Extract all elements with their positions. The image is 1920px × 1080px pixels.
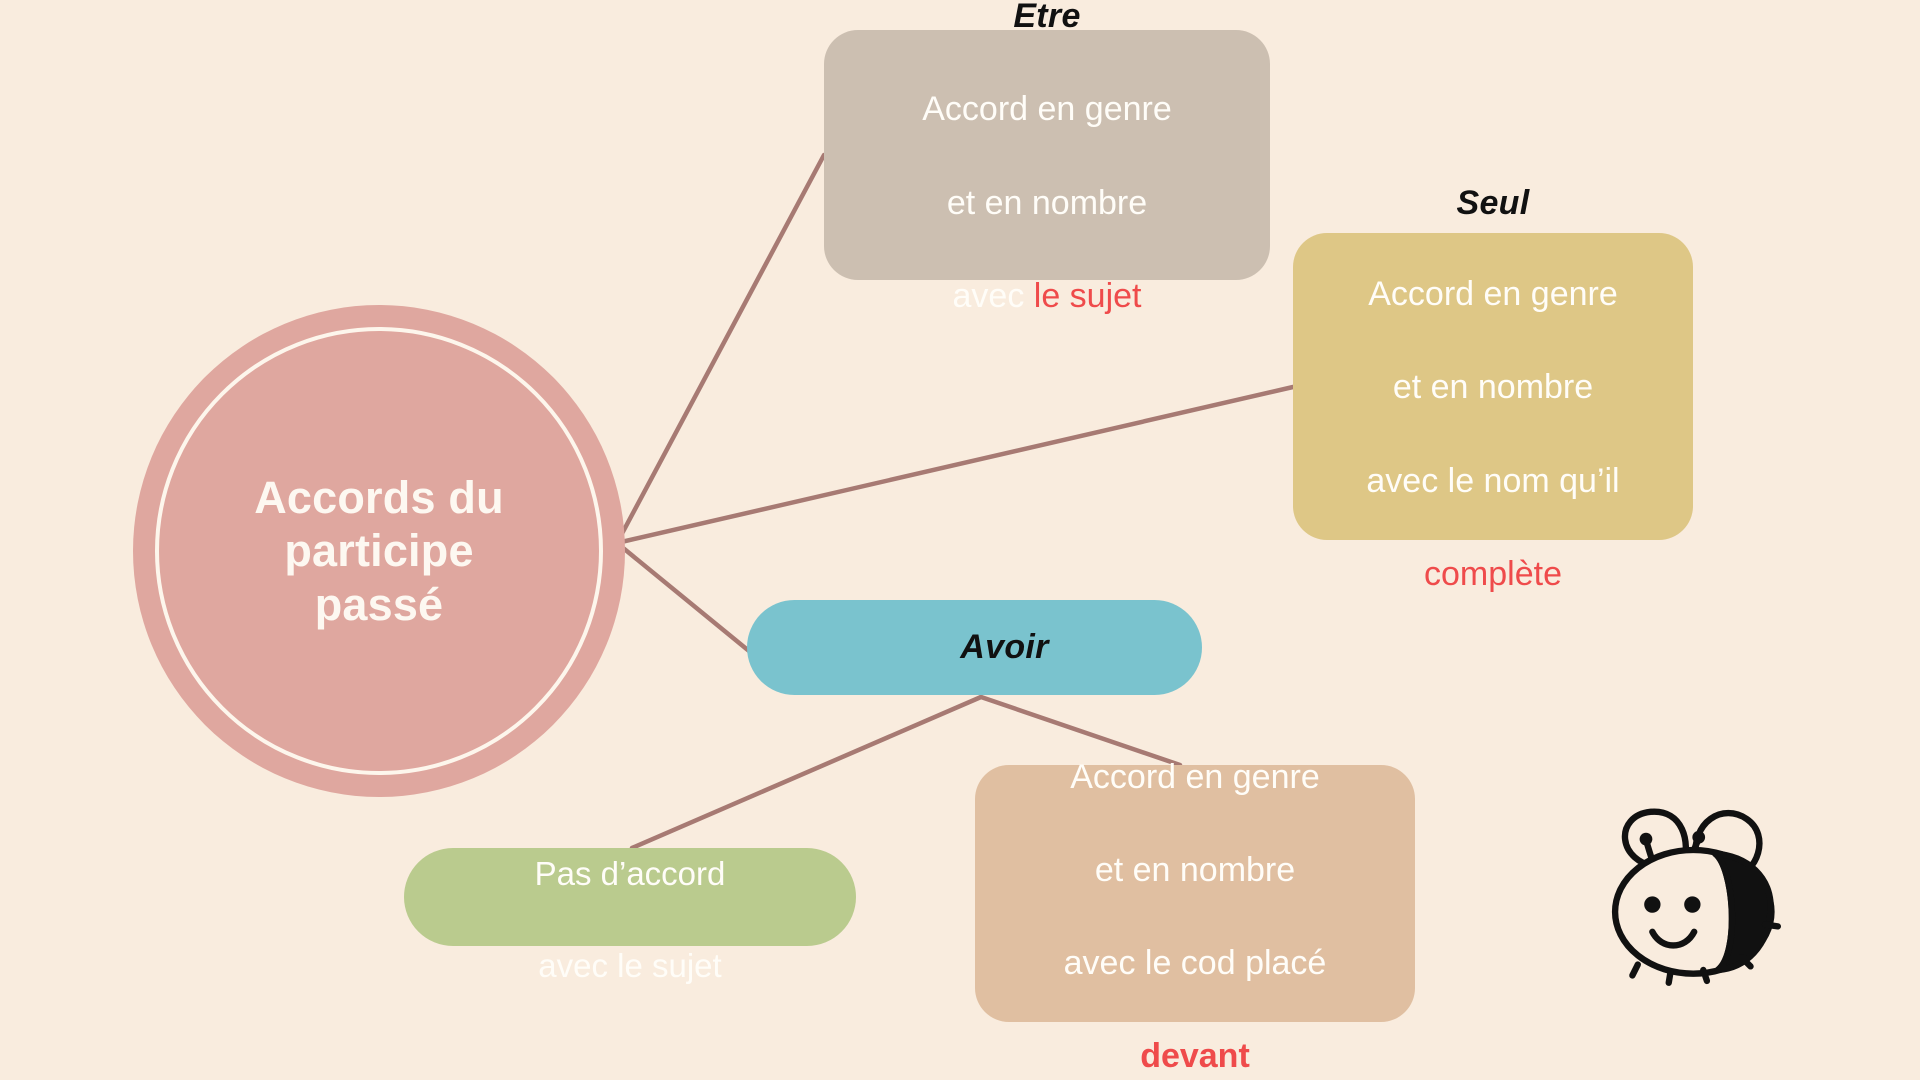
node-etre-line1: Accord en genre [922, 90, 1172, 129]
node-seul-line1: Accord en genre [1368, 275, 1618, 314]
node-seul[interactable]: Seul Accord en genre et en nombre avec l… [1293, 184, 1693, 593]
node-etre-body: Accord en genre et en nombre avec le suj… [922, 40, 1172, 319]
node-etre-line3-highlight: le sujet [1033, 276, 1142, 315]
circle-inner-ring [155, 327, 603, 775]
connector-center-to-seul [614, 384, 1296, 546]
node-seul-line4-highlight: complète [1424, 554, 1562, 593]
connector-center-to-etre [614, 152, 827, 546]
node-seul-line2: et en nombre [1392, 368, 1594, 407]
node-cod-line3: avec le cod placé [1063, 944, 1327, 983]
node-seul-body: Accord en genre et en nombre avec le nom… [1366, 225, 1619, 598]
node-cod-line4-highlight: devant [1140, 1037, 1250, 1076]
node-etre-line2: et en nombre [946, 183, 1148, 222]
connector-center-to-avoir [614, 540, 763, 663]
node-pas-daccord[interactable]: Pas d’accord avec le sujet [404, 848, 856, 984]
central-topic-label: Accords du participe passé [254, 472, 504, 630]
node-pas-daccord-line2: avec le sujet [538, 946, 722, 984]
node-cod-line1: Accord en genre [1070, 757, 1320, 796]
node-avoir[interactable]: Avoir [747, 600, 1202, 695]
node-cod[interactable]: Accord en genre et en nombre avec le cod… [975, 758, 1415, 1075]
node-pas-daccord-line1: Pas d’accord [534, 855, 726, 893]
node-cod-body: Accord en genre et en nombre avec le cod… [1064, 707, 1327, 1080]
node-cod-line2: et en nombre [1094, 850, 1296, 889]
node-etre-line3-prefix: avec [952, 276, 1034, 315]
bee-mascot-icon [1611, 808, 1781, 986]
node-etre-title: Etre [1013, 0, 1081, 35]
node-seul-line3: avec le nom qu’il [1366, 461, 1620, 500]
node-avoir-title: Avoir [960, 628, 1049, 666]
node-seul-title: Seul [1456, 183, 1530, 222]
node-pas-daccord-body: Pas d’accord avec le sujet [535, 806, 726, 988]
node-etre[interactable]: Etre Accord en genre et en nombre avec l… [824, 0, 1270, 315]
central-topic-circle: Accords du participe passé [133, 305, 625, 797]
